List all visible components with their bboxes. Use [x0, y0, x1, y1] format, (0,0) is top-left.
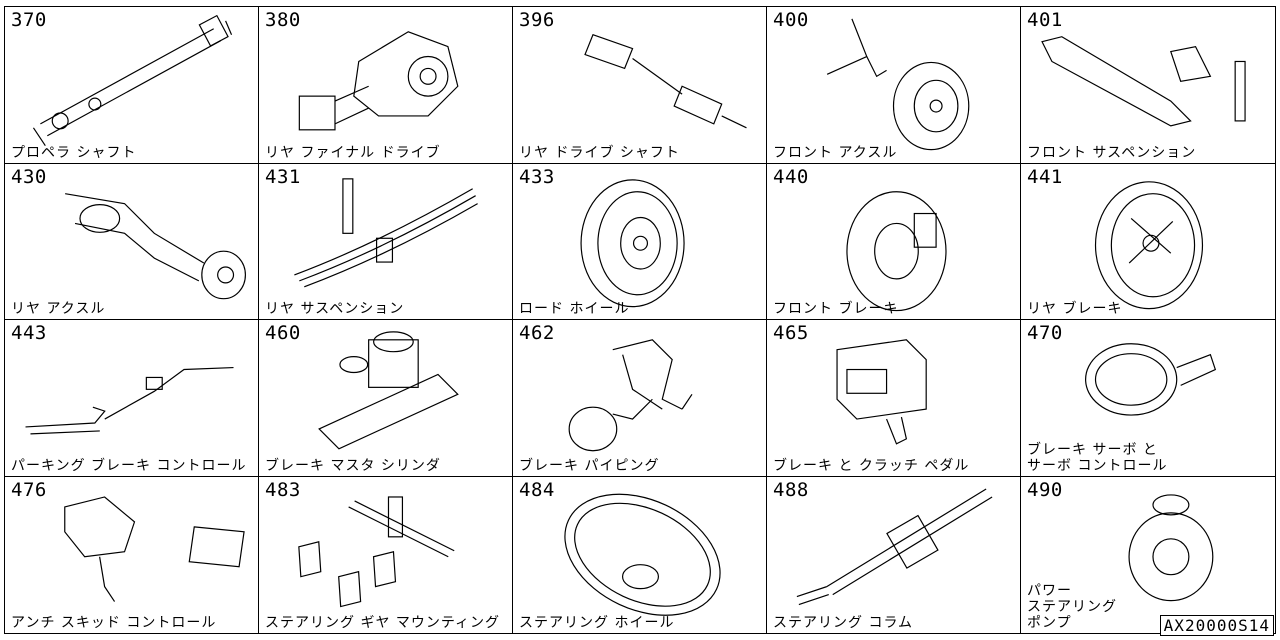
part-cell-488[interactable]: 488 ステアリング コラム	[767, 476, 1021, 633]
power-steering-pump-icon	[1128, 493, 1214, 601]
steering-column-icon	[796, 488, 993, 605]
part-code: 476	[11, 478, 47, 501]
steering-wheel-icon	[564, 493, 721, 616]
part-code: 370	[11, 9, 47, 31]
brake-clutch-pedal-icon	[836, 339, 927, 445]
part-cell-483[interactable]: 483 ステアリング ギヤ マウンティング	[259, 476, 513, 633]
part-code: 380	[265, 9, 301, 31]
part-code: 433	[519, 165, 555, 188]
part-cell-484[interactable]: 484 ステアリング ホイール	[513, 476, 767, 633]
part-code: 484	[519, 478, 555, 501]
part-code: 460	[265, 322, 301, 344]
anti-skid-control-icon	[64, 495, 245, 602]
steering-gear-mounting-icon	[298, 495, 455, 607]
brake-servo-icon	[1085, 343, 1217, 416]
part-label: ステアリング ホイール	[519, 615, 675, 631]
part-code: 441	[1027, 165, 1063, 188]
part-cell-433[interactable]: 433 ロード ホイール	[513, 163, 767, 320]
rear-drive-shaft-icon	[584, 33, 747, 129]
part-label: ブレーキ と クラッチ ペダル	[773, 457, 970, 474]
part-code: 396	[519, 9, 555, 31]
front-axle-icon	[826, 18, 970, 151]
front-brake-icon	[846, 190, 947, 311]
part-cell-441[interactable]: 441 リヤ ブレーキ	[1021, 163, 1275, 320]
front-suspension-icon	[1041, 36, 1246, 127]
rear-suspension-icon	[294, 177, 478, 287]
part-code: 462	[519, 322, 555, 344]
rear-axle-icon	[65, 192, 246, 299]
part-label: リヤ ドライブ シャフト	[519, 144, 680, 161]
part-cell-431[interactable]: 431 リヤ サスペンション	[259, 163, 513, 320]
part-label: ブレーキ サーボ と サーボ コントロール	[1027, 441, 1168, 474]
parts-catalog-grid: 370 プロペラ シャフト 380 リヤ ファイナル ドライブ 396 リヤ ド…	[4, 6, 1276, 634]
part-label: ブレーキ パイピング	[519, 457, 660, 474]
part-cell-443[interactable]: 443 パーキング ブレーキ コントロール	[5, 320, 259, 477]
part-label: パーキング ブレーキ コントロール	[11, 457, 247, 474]
part-cell-462[interactable]: 462 ブレーキ パイピング	[513, 320, 767, 477]
part-cell-370[interactable]: 370 プロペラ シャフト	[5, 7, 259, 164]
part-cell-396[interactable]: 396 リヤ ドライブ シャフト	[513, 7, 767, 164]
part-label: プロペラ シャフト	[11, 144, 137, 161]
brake-piping-icon	[568, 339, 693, 452]
part-label: フロント サスペンション	[1027, 144, 1197, 161]
road-wheel-icon	[580, 178, 685, 307]
propeller-shaft-icon	[32, 14, 233, 146]
part-cell-465[interactable]: 465 ブレーキ と クラッチ ペダル	[767, 320, 1021, 477]
part-cell-401[interactable]: 401 フロント サスペンション	[1021, 7, 1275, 164]
part-label: リヤ ファイナル ドライブ	[265, 144, 441, 161]
part-code: 443	[11, 322, 47, 344]
part-cell-430[interactable]: 430 リヤ アクスル	[5, 163, 259, 320]
part-label: フロント アクスル	[773, 144, 898, 161]
part-code: 465	[773, 322, 809, 344]
part-code: 431	[265, 165, 301, 188]
part-label: ロード ホイール	[519, 301, 630, 317]
parking-brake-control-icon	[25, 366, 234, 435]
part-cell-440[interactable]: 440 フロント ブレーキ	[767, 163, 1021, 320]
part-cell-380[interactable]: 380 リヤ ファイナル ドライブ	[259, 7, 513, 164]
part-code: 400	[773, 9, 809, 31]
part-label: アンチ スキッド コントロール	[11, 615, 217, 631]
part-label: パワー ステアリング ポンプ	[1027, 583, 1117, 631]
part-code: 440	[773, 165, 809, 188]
part-label: ブレーキ マスタ シリンダ	[265, 457, 441, 474]
part-code: 490	[1027, 478, 1063, 501]
part-code: 401	[1027, 9, 1063, 31]
rear-final-drive-icon	[298, 31, 459, 131]
part-label: ステアリング ギヤ マウンティング	[265, 615, 501, 631]
brake-master-cylinder-icon	[318, 331, 459, 450]
part-label: ステアリング コラム	[773, 615, 914, 631]
rear-brake-icon	[1094, 180, 1204, 309]
part-cell-400[interactable]: 400 フロント アクスル	[767, 7, 1021, 164]
part-label: リヤ サスペンション	[265, 301, 405, 317]
part-code: 488	[773, 478, 809, 501]
part-cell-476[interactable]: 476 アンチ スキッド コントロール	[5, 476, 259, 633]
part-code: 483	[265, 478, 301, 501]
part-cell-470[interactable]: 470 ブレーキ サーボ と サーボ コントロール	[1021, 320, 1275, 477]
part-label: リヤ アクスル	[11, 301, 106, 317]
part-label: フロント ブレーキ	[773, 301, 899, 317]
part-label: リヤ ブレーキ	[1027, 301, 1123, 317]
part-cell-490[interactable]: 490 パワー ステアリング ポンプ	[1021, 476, 1275, 633]
part-code: 470	[1027, 322, 1063, 344]
reference-code: AX20000S14	[1159, 615, 1274, 636]
part-cell-460[interactable]: 460 ブレーキ マスタ シリンダ	[259, 320, 513, 477]
part-code: 430	[11, 165, 47, 188]
